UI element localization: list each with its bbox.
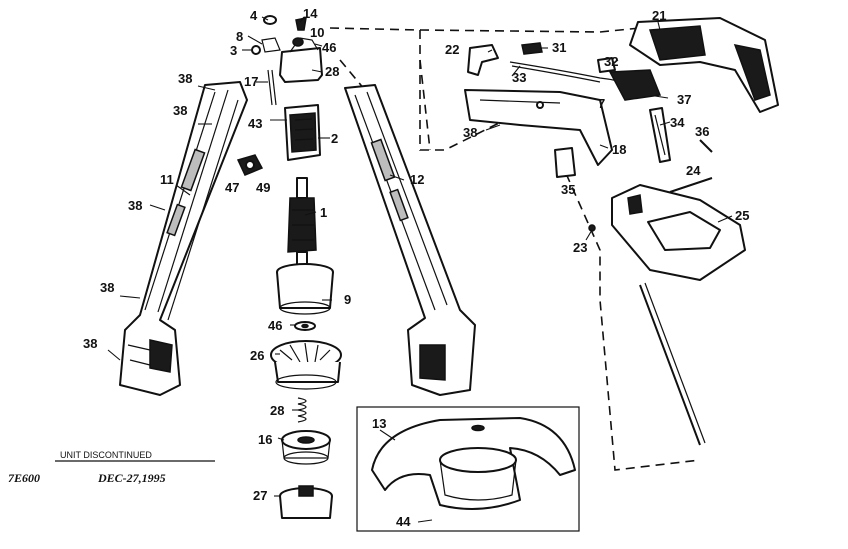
handle-tube-left bbox=[119, 81, 248, 396]
callout-12: 12 bbox=[410, 172, 424, 187]
callout-14: 14 bbox=[303, 6, 318, 21]
callout-11: 11 bbox=[160, 172, 174, 187]
callout-9: 9 bbox=[344, 292, 351, 307]
callout-43: 43 bbox=[248, 116, 262, 131]
screw-24 bbox=[669, 177, 713, 193]
callout-27: 27 bbox=[253, 488, 267, 503]
upper-housing-21 bbox=[629, 17, 779, 113]
callout-17: 17 bbox=[244, 74, 258, 89]
callout-38-f: 38 bbox=[463, 125, 477, 140]
plate-35 bbox=[554, 147, 576, 178]
callout-3: 3 bbox=[230, 43, 237, 58]
callout-28-cap: 28 bbox=[325, 64, 339, 79]
callout-8: 8 bbox=[236, 29, 243, 44]
rod-38 bbox=[639, 282, 706, 446]
callout-38-d: 38 bbox=[100, 280, 114, 295]
discontinued-note: UNIT DISCONTINUED 7E600 DEC-27,1995 bbox=[8, 450, 215, 485]
switch-47-49 bbox=[236, 154, 264, 176]
callout-38-b: 38 bbox=[173, 103, 187, 118]
callout-26: 26 bbox=[250, 348, 264, 363]
callout-2: 2 bbox=[331, 131, 338, 146]
callout-32: 32 bbox=[604, 54, 618, 69]
switch-32 bbox=[597, 57, 662, 101]
callout-22: 22 bbox=[445, 42, 459, 57]
callout-34: 34 bbox=[670, 115, 685, 130]
callout-31: 31 bbox=[552, 40, 566, 55]
callout-46-washer: 46 bbox=[268, 318, 282, 333]
callout-numbers: 4 14 10 8 46 3 28 17 38 38 43 2 47 49 11… bbox=[83, 6, 749, 529]
callout-47: 47 bbox=[225, 180, 239, 195]
pin-36 bbox=[699, 139, 713, 153]
spool-16 bbox=[281, 430, 331, 465]
callout-13: 13 bbox=[372, 416, 386, 431]
unit-discontinued-label: UNIT DISCONTINUED bbox=[60, 450, 152, 460]
fan-housing-9 bbox=[276, 263, 334, 315]
handle-tube-right bbox=[344, 84, 476, 396]
callout-36: 36 bbox=[695, 124, 709, 139]
callout-38-e: 38 bbox=[83, 336, 97, 351]
assembly-guide-lines bbox=[329, 27, 701, 471]
discontinued-date: DEC-27,1995 bbox=[97, 471, 166, 485]
callout-1: 1 bbox=[320, 205, 327, 220]
callout-33: 33 bbox=[512, 70, 526, 85]
spool-cap-27 bbox=[279, 485, 333, 519]
callout-23: 23 bbox=[573, 240, 587, 255]
callout-4: 4 bbox=[250, 8, 258, 23]
cover-18 bbox=[464, 89, 613, 166]
callout-38-a: 38 bbox=[178, 71, 192, 86]
callout-35: 35 bbox=[561, 182, 575, 197]
base-25 bbox=[611, 184, 746, 281]
callout-46-top: 46 bbox=[322, 40, 336, 55]
callout-37: 37 bbox=[677, 92, 691, 107]
callout-10: 10 bbox=[310, 25, 324, 40]
callout-38-c: 38 bbox=[128, 198, 142, 213]
callout-18: 18 bbox=[612, 142, 626, 157]
callout-25: 25 bbox=[735, 208, 749, 223]
callout-44: 44 bbox=[396, 514, 411, 529]
callout-24: 24 bbox=[686, 163, 701, 178]
callout-49: 49 bbox=[256, 180, 270, 195]
connector-31 bbox=[521, 42, 543, 55]
lever-34 bbox=[649, 107, 671, 163]
motor-cap-28 bbox=[279, 37, 323, 83]
model-code: 7E600 bbox=[8, 471, 40, 485]
washer-46 bbox=[294, 321, 316, 331]
callout-21: 21 bbox=[652, 8, 666, 23]
callout-16: 16 bbox=[258, 432, 272, 447]
fan-26 bbox=[270, 340, 342, 390]
callout-28-spring: 28 bbox=[270, 403, 284, 418]
leader-lines bbox=[107, 16, 733, 523]
motor-housing-43 bbox=[284, 104, 321, 161]
spring-28 bbox=[297, 397, 307, 423]
clip-22 bbox=[467, 44, 499, 76]
armature-1 bbox=[287, 177, 317, 267]
guard-assembly bbox=[356, 406, 580, 532]
callout-7: 7 bbox=[598, 96, 605, 111]
